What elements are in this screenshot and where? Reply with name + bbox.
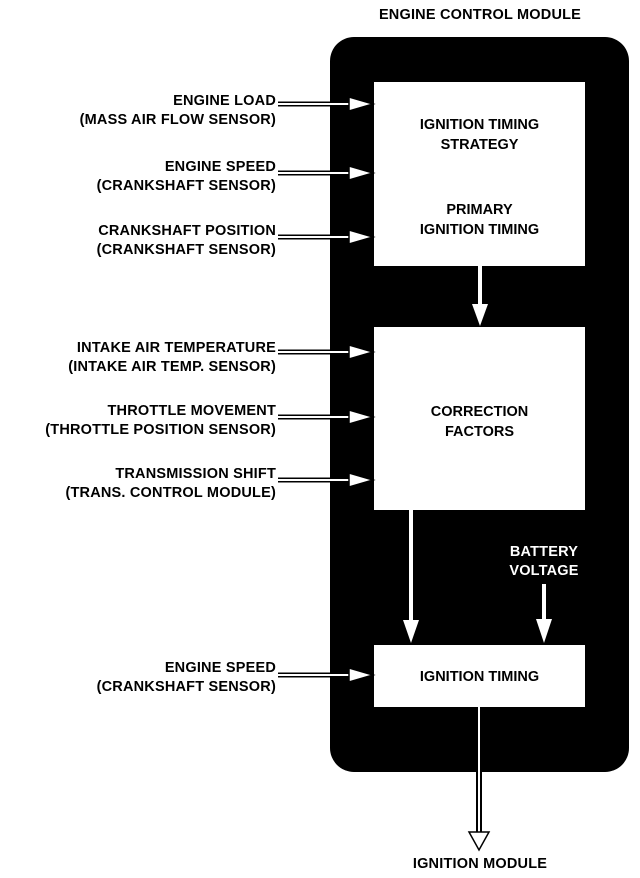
input-label-engine-speed-1: ENGINE SPEED(CRANKSHAFT SENSOR): [96, 159, 276, 194]
input-label-throttle-movement: THROTTLE MOVEMENT(THROTTLE POSITION SENS…: [45, 403, 276, 438]
box-ignition-timing-strategy: IGNITION TIMING STRATEGY PRIMARY IGNITIO…: [374, 82, 585, 266]
input-label-engine-load: ENGINE LOAD(MASS AIR FLOW SENSOR): [79, 93, 276, 128]
strategy-line4: IGNITION TIMING: [419, 222, 540, 238]
arrow-correction-to-timing: [403, 510, 419, 643]
timing-line1: IGNITION TIMING: [419, 669, 540, 685]
arrow-engine-speed-1: [278, 165, 376, 181]
strategy-line1: IGNITION TIMING: [419, 117, 540, 133]
arrow-intake-air-temperature: [278, 344, 376, 360]
arrow-strategy-to-correction: [472, 266, 488, 326]
input-label-intake-air-temperature: INTAKE AIR TEMPERATURE(INTAKE AIR TEMP. …: [68, 340, 276, 375]
arrow-engine-speed-2: [278, 667, 376, 683]
box-correction-factors: CORRECTION FACTORS: [374, 327, 585, 510]
input-label-crankshaft-position: CRANKSHAFT POSITION(CRANKSHAFT SENSOR): [96, 223, 276, 258]
module-title: ENGINE CONTROL MODULE: [378, 7, 582, 23]
correction-line2: FACTORS: [444, 424, 515, 440]
output-label-ignition-module: IGNITION MODULE: [412, 856, 548, 872]
input-label-engine-speed-2: ENGINE SPEED(CRANKSHAFT SENSOR): [96, 660, 276, 695]
arrow-to-ignition-module: [467, 707, 491, 852]
arrow-battery-to-timing: [536, 584, 552, 643]
internal-arrows: [403, 266, 552, 643]
box-ignition-timing: IGNITION TIMING: [374, 645, 585, 707]
arrow-engine-load: [278, 96, 376, 112]
strategy-line2: STRATEGY: [440, 137, 519, 153]
input-arrows: [278, 96, 376, 683]
input-label-transmission-shift: TRANSMISSION SHIFT(TRANS. CONTROL MODULE…: [65, 466, 276, 501]
correction-line1: CORRECTION: [430, 404, 529, 420]
arrow-throttle-movement: [278, 409, 376, 425]
arrow-transmission-shift: [278, 472, 376, 488]
strategy-line3: PRIMARY: [446, 202, 513, 218]
arrow-crankshaft-position: [278, 229, 376, 245]
